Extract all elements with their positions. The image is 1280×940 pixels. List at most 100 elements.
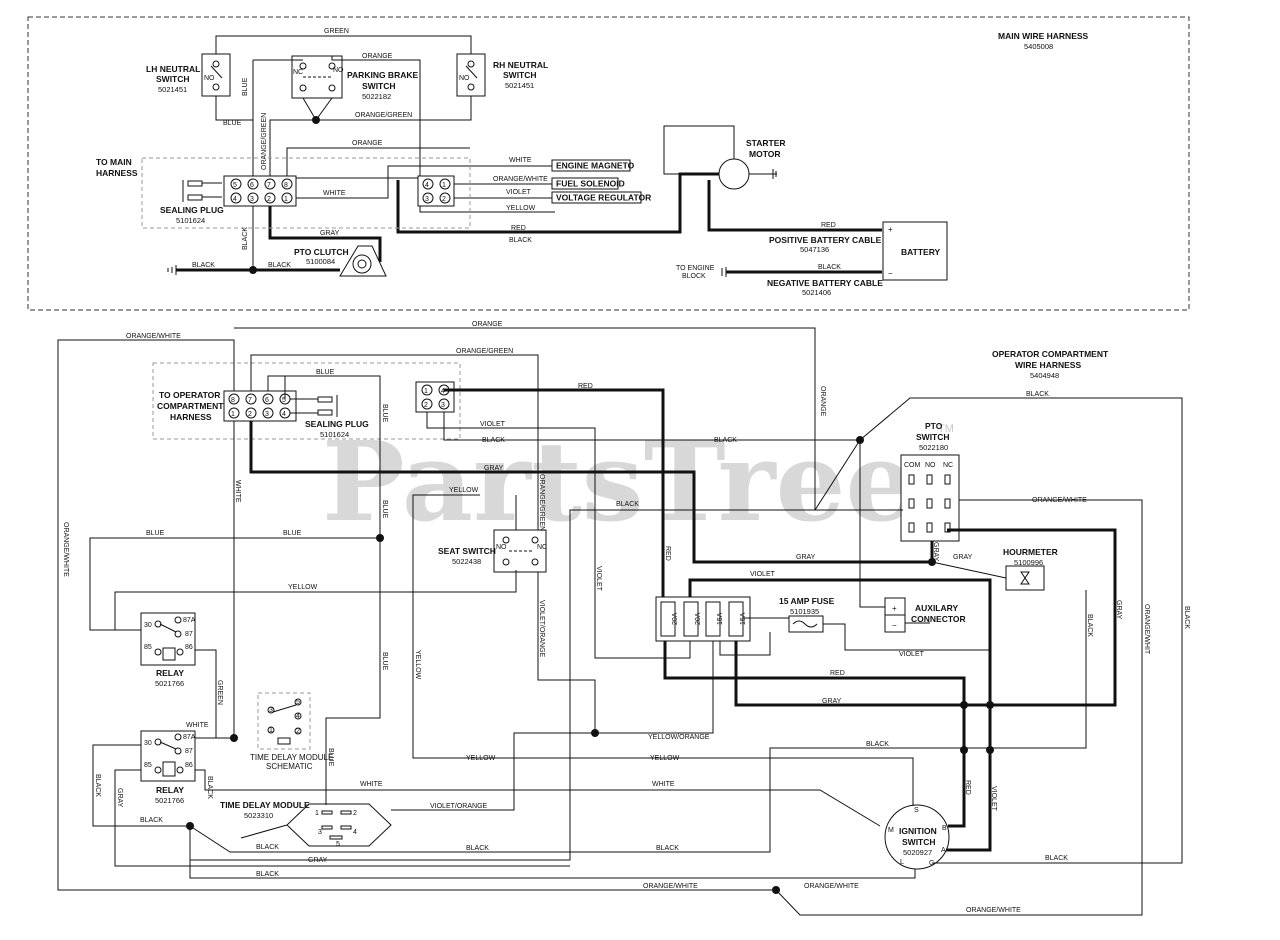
svg-text:2: 2 <box>267 196 271 203</box>
wire-label-black-4: BLACK <box>268 262 291 269</box>
relay-1-label: RELAY <box>156 668 184 678</box>
rh-neutral-part: 5021451 <box>505 81 534 90</box>
relay-1-part: 5021766 <box>155 679 184 688</box>
wire-label-blue-vert-4: BLUE <box>327 748 334 767</box>
battery-minus: − <box>888 269 893 278</box>
wire-label-gray-fuse: GRAY <box>822 698 842 705</box>
svg-text:85: 85 <box>144 644 152 651</box>
to-operator-label-2: COMPARTMENT <box>157 401 224 411</box>
svg-text:G: G <box>929 860 934 867</box>
svg-text:L: L <box>900 859 904 866</box>
svg-text:3: 3 <box>265 411 269 418</box>
to-operator-label-3: HARNESS <box>170 412 212 422</box>
svg-text:1: 1 <box>284 196 288 203</box>
svg-text:NC: NC <box>943 462 953 469</box>
wire-label-black-vert: BLACK <box>94 774 101 797</box>
aux-connector-label-2: CONNECTOR <box>911 614 966 624</box>
lh-neutral-switch: NO <box>201 53 231 97</box>
svg-text:15A: 15A <box>717 612 724 625</box>
wire-label-gray-right-2: GRAY <box>953 554 973 561</box>
wire-label-ow-bottom: ORANGE/WHITE <box>643 883 698 890</box>
positive-cable-label: POSITIVE BATTERY CABLE <box>769 235 882 245</box>
negative-cable-label: NEGATIVE BATTERY CABLE <box>767 278 883 288</box>
battery-plus: + <box>888 225 893 234</box>
operator-harness-title: OPERATOR COMPARTMENT <box>992 349 1109 359</box>
svg-text:8: 8 <box>284 182 288 189</box>
starter-motor <box>718 158 750 190</box>
svg-text:4: 4 <box>282 411 286 418</box>
svg-text:3: 3 <box>269 707 273 714</box>
wire-label-violet-ign: VIOLET <box>990 786 997 812</box>
svg-text:3: 3 <box>318 829 322 836</box>
pto-switch: COM NO NC <box>900 454 960 542</box>
wire-label-ow-bottom-3: ORANGE/WHITE <box>966 907 1021 914</box>
svg-text:NC: NC <box>537 544 547 551</box>
svg-text:1: 1 <box>315 810 319 817</box>
wire-label-blue-vert-3: BLUE <box>381 652 388 671</box>
sealing-plug-main-part: 5101624 <box>176 216 205 225</box>
starter-motor-label: STARTER <box>746 138 786 148</box>
time-delay-schematic-label: TIME DELAY MODULE <box>250 753 333 762</box>
wire-label-yo: YELLOW/ORANGE <box>648 734 710 741</box>
aux-connector-label: AUXILARY <box>915 603 958 613</box>
wire-label-gray: GRAY <box>320 230 340 237</box>
svg-text:NO: NO <box>925 462 936 469</box>
wire-label-ow-hour: ORANGE/WHIT <box>1143 604 1150 655</box>
svg-text:4: 4 <box>425 182 429 189</box>
svg-text:NO: NO <box>204 75 215 82</box>
aux-plus: + <box>892 604 897 613</box>
wire-label-ow-top: ORANGE/WHITE <box>126 333 181 340</box>
wire-label-red-ign: RED <box>964 780 971 795</box>
wire-label-gray-right: GRAY <box>796 554 816 561</box>
wire-label-black-op-2: BLACK <box>714 437 737 444</box>
pto-switch-part: 5022180 <box>919 443 948 452</box>
wire-label-white-2: WHITE <box>509 157 532 164</box>
svg-text:B: B <box>942 825 947 832</box>
wire-label-violet-fuse-2: VIOLET <box>899 651 925 658</box>
svg-text:6: 6 <box>250 182 254 189</box>
svg-text:30: 30 <box>144 622 152 629</box>
svg-text:5: 5 <box>233 182 237 189</box>
main-harness-part: 5405008 <box>1024 42 1053 51</box>
wire-label-black-op-4: BLACK <box>616 501 639 508</box>
aux-minus: − <box>892 621 897 630</box>
pto-switch-label: PTO <box>925 421 943 431</box>
svg-text:1: 1 <box>231 411 235 418</box>
negative-cable-part: 5021406 <box>802 288 831 297</box>
lh-neutral-part: 5021451 <box>158 85 187 94</box>
lh-neutral-label-2: SWITCH <box>156 74 190 84</box>
wire-label-violet: VIOLET <box>506 189 532 196</box>
wire-label-gray-op: GRAY <box>484 465 504 472</box>
wire-label-vo: VIOLET/ORANGE <box>430 803 488 810</box>
time-delay-schematic-label-2: SCHEMATIC <box>266 762 313 771</box>
fuel-solenoid-label: FUEL SOLENOID <box>556 179 625 189</box>
wire-label-gray-hour: GRAY <box>1115 600 1122 620</box>
ignition-switch: S B A G L M <box>884 804 950 870</box>
seat-switch-part: 5022438 <box>452 557 481 566</box>
operator-harness-title-2: WIRE HARNESS <box>1015 360 1081 370</box>
wire-label-black-op: BLACK <box>482 437 505 444</box>
wire-label-green-vert: GREEN <box>216 680 223 705</box>
svg-text:15A: 15A <box>740 612 747 625</box>
svg-text:2: 2 <box>296 728 300 735</box>
relay-1: 30 87A 87 85 86 <box>140 612 196 666</box>
wire-label-black-bottom: BLACK <box>256 844 279 851</box>
fuse-15amp-label: 15 AMP FUSE <box>779 596 835 606</box>
parking-brake-part: 5022182 <box>362 92 391 101</box>
aux-connector <box>884 597 906 633</box>
time-delay-schematic-body: 3 5 4 1 2 <box>267 698 302 745</box>
svg-text:1: 1 <box>424 388 428 395</box>
pto-clutch <box>339 245 387 277</box>
wire-label-gray-pto: GRAY <box>932 542 939 562</box>
wire-label-black-bottom-4: BLACK <box>256 871 279 878</box>
wire-label-blue-left-2: BLUE <box>283 530 302 537</box>
wire-label-yellow-bottom: YELLOW <box>466 755 496 762</box>
wire-label-black-ign: BLACK <box>866 741 889 748</box>
wire-label-white: WHITE <box>323 190 346 197</box>
wire-label-black-vert-2: BLACK <box>206 776 213 799</box>
main-harness-title: MAIN WIRE HARNESS <box>998 31 1089 41</box>
sealing-plug-operator: 8 7 6 5 1 2 3 4 <box>223 390 338 422</box>
wire-label-yellow-vert: YELLOW <box>414 650 421 680</box>
battery <box>882 221 948 281</box>
svg-text:30: 30 <box>144 740 152 747</box>
